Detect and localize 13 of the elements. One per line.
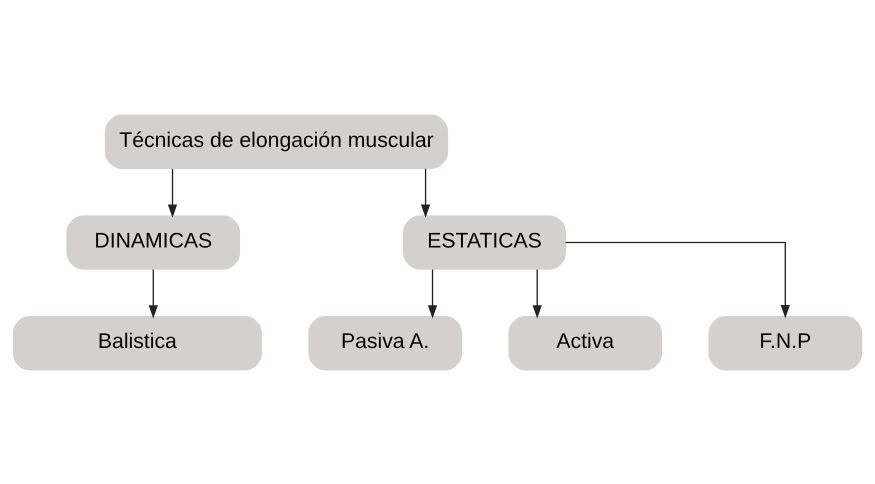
- node-box: Activa: [508, 316, 662, 370]
- node-box: DINAMICAS: [66, 214, 240, 270]
- node-box: ESTATICAS: [403, 214, 566, 270]
- arrow: [168, 168, 178, 218]
- arrow: [428, 269, 438, 318]
- arrow: [420, 168, 430, 218]
- node-box: Pasiva A.: [308, 316, 462, 370]
- node-box: F.N.P: [708, 316, 862, 370]
- arrow: [566, 241, 790, 318]
- arrow: [532, 269, 542, 318]
- arrow: [148, 268, 158, 318]
- node-box: Balistica: [12, 316, 262, 370]
- node-box: Técnicas de elongación muscular: [104, 114, 448, 168]
